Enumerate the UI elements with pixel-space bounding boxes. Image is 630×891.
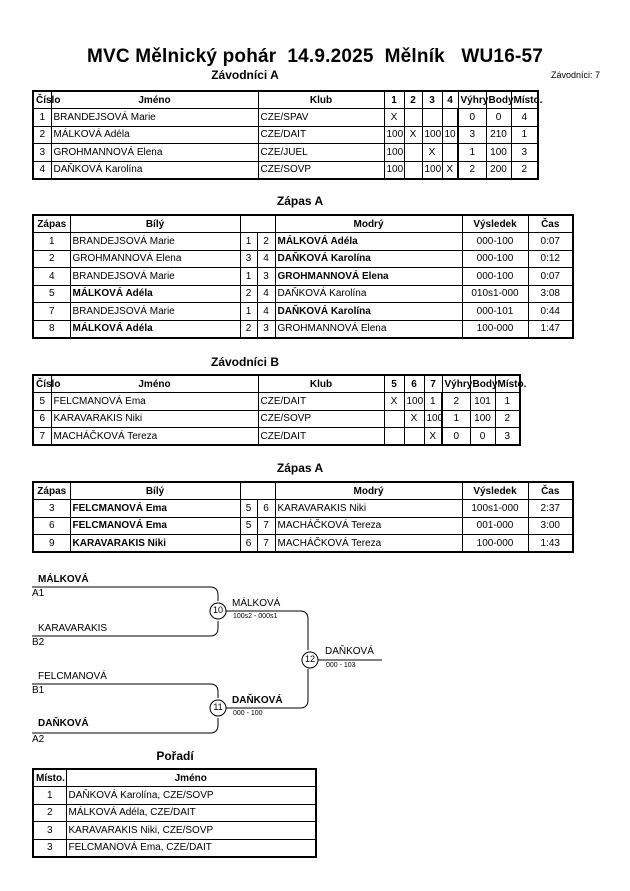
score-match-11: 000 - 100 bbox=[233, 710, 263, 717]
bracket-player-2: KARAVARAKIS bbox=[38, 623, 108, 634]
match-number-11: 11 bbox=[213, 702, 223, 712]
table-cell: DAŇKOVÁ Karolína bbox=[50, 160, 259, 179]
table-cell: CZE/DAIT bbox=[257, 427, 385, 446]
table-cell: 2 bbox=[510, 160, 539, 179]
blue-competitor: GROHMANNOVÁ Elena bbox=[274, 319, 463, 338]
table-cell: 0 bbox=[469, 427, 496, 446]
rank-name: MÁLKOVÁ Adéla, CZE/DAIT bbox=[65, 803, 317, 822]
table-cell: CZE/SOVP bbox=[257, 160, 385, 179]
score-match-10: 100s2 - 000s1 bbox=[233, 613, 278, 620]
bracket-seed-3: B1 bbox=[32, 685, 45, 696]
table-cell: 4 bbox=[32, 160, 52, 179]
bracket-seed-1: A1 bbox=[32, 588, 45, 599]
match-time: 1:43 bbox=[527, 534, 574, 553]
bracket-player-1: MÁLKOVÁ bbox=[38, 574, 89, 585]
rank-name: FELCMANOVÁ Ema, CZE/DAIT bbox=[65, 838, 317, 857]
matches-b-heading: Zápas A bbox=[276, 461, 324, 475]
bracket-player-3: FELCMANOVÁ bbox=[38, 671, 107, 682]
column-header: Místo. bbox=[510, 90, 542, 109]
rank-name: KARAVARAKIS Niki, CZE/SOVP bbox=[65, 821, 317, 840]
participants-count: Závodníci: 7 bbox=[550, 70, 600, 80]
table-cell: 100 bbox=[383, 160, 405, 179]
page-title: MVC Mělnický pohár 14.9.2025 Mělník WU16… bbox=[86, 46, 544, 67]
match-number-10: 10 bbox=[212, 605, 223, 615]
blue-id: 7 bbox=[256, 534, 276, 553]
score-match-12: 000 - 103 bbox=[326, 662, 356, 669]
table-cell: 200 bbox=[485, 160, 512, 179]
winner-match-11: DAŇKOVÁ bbox=[232, 695, 283, 706]
match-time: 1:47 bbox=[527, 319, 574, 338]
column-header: Jméno bbox=[65, 768, 317, 787]
matches-a-heading: Zápas A bbox=[276, 194, 324, 208]
rank-place: 1 bbox=[32, 786, 67, 805]
rank-place: 3 bbox=[32, 821, 67, 840]
table-cell: MACHÁČKOVÁ Tereza bbox=[50, 427, 259, 446]
table-cell: 3 bbox=[494, 427, 521, 446]
rank-place: 3 bbox=[32, 838, 67, 857]
bracket-player-4: DAŇKOVÁ bbox=[38, 718, 89, 729]
column-header: Místo. bbox=[494, 374, 526, 393]
rank-place: 2 bbox=[32, 803, 67, 822]
rank-name: DAŇKOVÁ Karolína, CZE/SOVP bbox=[65, 786, 317, 805]
table-header-row: Místo.Jméno bbox=[32, 768, 317, 787]
winner-match-12: DAŇKOVÁ bbox=[325, 646, 374, 657]
column-header: Číslo bbox=[32, 90, 60, 109]
match-number-12: 12 bbox=[304, 654, 315, 664]
winner-match-10: MÁLKOVÁ bbox=[232, 598, 281, 609]
column-header: Místo. bbox=[32, 768, 67, 787]
group-b-heading: Závodníci B bbox=[210, 355, 279, 369]
bracket-seed-2: B2 bbox=[32, 637, 45, 648]
white-id: 2 bbox=[239, 319, 258, 338]
bracket-seed-4: A2 bbox=[32, 734, 45, 745]
ranking-heading: Pořadí bbox=[156, 749, 194, 763]
group-a-heading: Závodníci A bbox=[211, 68, 279, 82]
match-number: 9 bbox=[32, 534, 71, 553]
